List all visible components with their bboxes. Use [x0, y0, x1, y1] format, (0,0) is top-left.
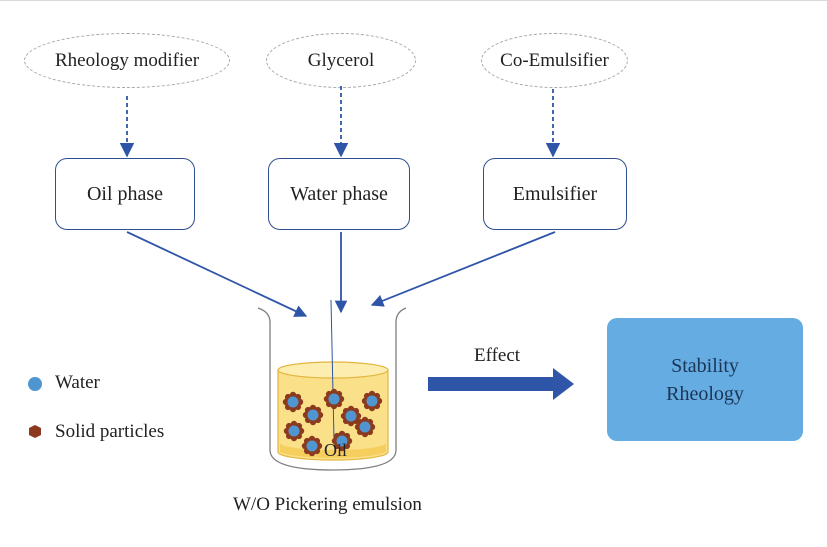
effect-arrow: [428, 368, 574, 400]
rheology-label: Rheology: [666, 382, 744, 405]
coated-droplet: [331, 430, 353, 452]
coated-droplet: [302, 404, 324, 426]
oil-phase-label: Oil phase: [86, 182, 164, 205]
coated-droplet: [323, 388, 345, 410]
rheology-modifier-label: Rheology modifier: [54, 49, 200, 71]
emulsifier-label: Emulsifier: [512, 182, 598, 205]
coated-droplet: [354, 416, 376, 438]
legend-solid-particles-label: Solid particles: [55, 421, 165, 442]
co-emulsifier-label: Co-Emulsifier: [500, 49, 609, 71]
effect-label: Effect: [474, 345, 521, 366]
oil-content-label: Oil: [324, 440, 348, 460]
beaker-caption: W/O Pickering emulsion: [233, 494, 422, 515]
particle-cluster: [282, 388, 383, 457]
coated-droplet: [283, 420, 305, 442]
stability-label: Stability: [671, 354, 739, 377]
glycerol-label: Glycerol: [307, 49, 375, 71]
water-phase-box: Water phase: [268, 158, 410, 230]
coated-droplet: [282, 391, 304, 413]
legend-water-label: Water: [55, 372, 100, 393]
arrow-emulsifier-to-beaker: [370, 231, 556, 307]
coated-droplet: [361, 390, 383, 412]
oil-phase-box: Oil phase: [55, 158, 195, 230]
coated-droplet: [340, 405, 362, 427]
legend-water-dot: [28, 377, 42, 391]
stability-rheology-box: Stability Rheology: [607, 318, 803, 441]
co-emulsifier-ellipse: Co-Emulsifier: [481, 33, 628, 88]
water-phase-label: Water phase: [290, 182, 388, 205]
emulsifier-box: Emulsifier: [483, 158, 627, 230]
beaker: [257, 299, 407, 471]
arrow-oil-to-beaker: [126, 231, 308, 317]
legend-solid-particle-dot: [29, 425, 41, 438]
rheology-modifier-ellipse: Rheology modifier: [24, 33, 230, 88]
top-border: [0, 0, 827, 1]
coated-droplet: [301, 435, 323, 457]
